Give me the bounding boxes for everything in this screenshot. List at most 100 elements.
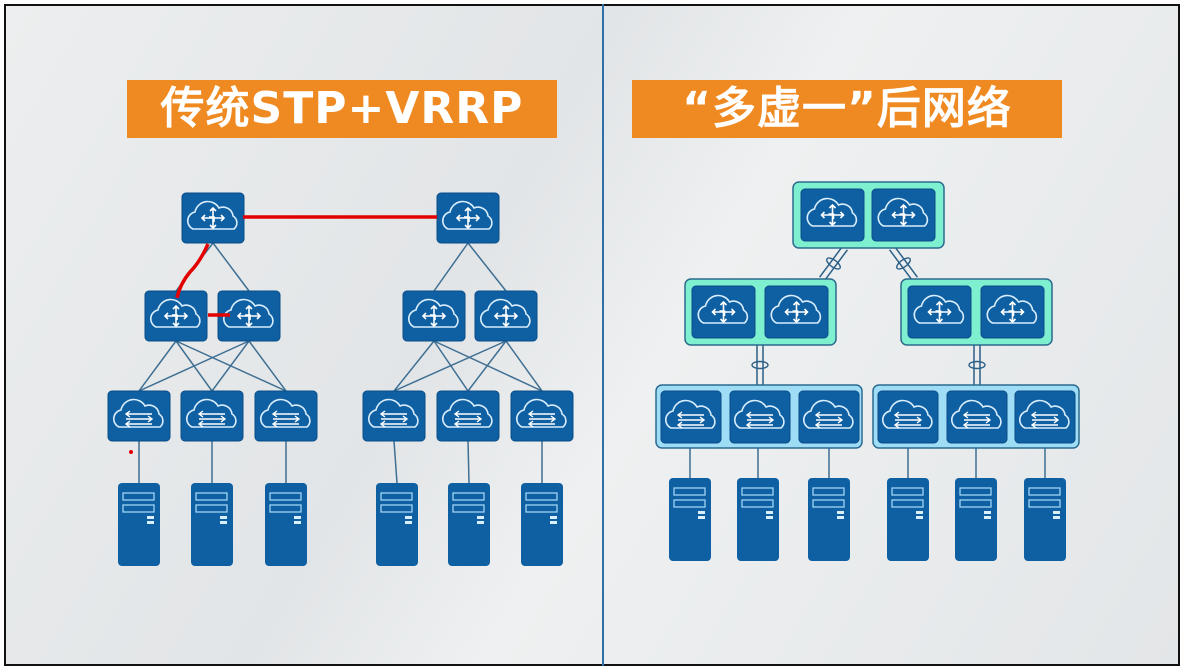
link-aggregation-icon bbox=[751, 360, 769, 370]
router bbox=[217, 290, 281, 342]
server-body bbox=[448, 483, 490, 566]
link-line bbox=[138, 340, 250, 392]
switch bbox=[436, 390, 500, 442]
link-aggregation bbox=[888, 245, 919, 282]
router bbox=[800, 188, 865, 242]
server-icon bbox=[959, 487, 992, 519]
switch bbox=[180, 390, 244, 442]
router-icon bbox=[187, 200, 238, 230]
switch-icon bbox=[186, 398, 237, 428]
router-icon bbox=[480, 298, 531, 328]
annotation-dot bbox=[129, 450, 133, 454]
router-icon bbox=[806, 197, 858, 227]
switch bbox=[254, 390, 318, 442]
switch bbox=[362, 390, 426, 442]
link-aggregation-icon bbox=[896, 257, 911, 270]
link-aggregation-icon bbox=[826, 257, 841, 270]
switch-body bbox=[798, 390, 860, 444]
link-line bbox=[211, 340, 250, 392]
switch-body bbox=[1014, 390, 1076, 444]
server bbox=[955, 478, 997, 561]
switch-body bbox=[946, 390, 1008, 444]
server-icon bbox=[380, 492, 413, 524]
switch-icon bbox=[260, 398, 311, 428]
server-icon bbox=[1028, 487, 1061, 519]
link-line bbox=[393, 340, 507, 392]
switch bbox=[877, 390, 939, 444]
link-line bbox=[433, 340, 543, 392]
link-line bbox=[505, 340, 543, 392]
router bbox=[181, 192, 245, 244]
switch bbox=[660, 390, 722, 444]
link-line bbox=[138, 340, 177, 392]
router-icon bbox=[408, 298, 459, 328]
router bbox=[144, 290, 208, 342]
switch bbox=[510, 390, 574, 442]
server-icon bbox=[525, 492, 558, 524]
switch bbox=[798, 390, 860, 444]
switch bbox=[729, 390, 791, 444]
server-icon bbox=[122, 492, 155, 524]
switch-body bbox=[729, 390, 791, 444]
left-title: 传统STP+VRRP bbox=[127, 80, 557, 138]
server bbox=[887, 478, 929, 561]
link-line bbox=[467, 440, 470, 484]
server bbox=[737, 478, 779, 561]
switch-icon bbox=[803, 399, 854, 429]
server bbox=[521, 483, 563, 566]
server-icon bbox=[673, 487, 706, 519]
link-line bbox=[467, 242, 507, 292]
switch bbox=[1014, 390, 1076, 444]
link-line bbox=[433, 242, 469, 292]
server-icon bbox=[812, 487, 845, 519]
router-icon bbox=[697, 294, 749, 324]
server bbox=[669, 478, 711, 561]
router bbox=[402, 290, 466, 342]
panel-divider bbox=[602, 4, 604, 666]
switch-icon bbox=[1019, 399, 1070, 429]
server-body bbox=[376, 483, 418, 566]
router bbox=[764, 285, 829, 339]
switch-icon bbox=[882, 399, 933, 429]
switch-body bbox=[877, 390, 939, 444]
server-body bbox=[955, 478, 997, 561]
router bbox=[436, 192, 500, 244]
server bbox=[265, 483, 307, 566]
switch-icon bbox=[442, 398, 493, 428]
server-body bbox=[887, 478, 929, 561]
server-body bbox=[118, 483, 160, 566]
link-line bbox=[393, 340, 435, 392]
switch-icon bbox=[516, 398, 567, 428]
server-body bbox=[521, 483, 563, 566]
switch-icon bbox=[113, 398, 164, 428]
server bbox=[808, 478, 850, 561]
server bbox=[376, 483, 418, 566]
switch-icon bbox=[368, 398, 419, 428]
router-icon bbox=[913, 294, 965, 324]
link-line bbox=[248, 340, 287, 392]
server-icon bbox=[452, 492, 485, 524]
server bbox=[448, 483, 490, 566]
router bbox=[474, 290, 538, 342]
router bbox=[980, 285, 1045, 339]
server bbox=[191, 483, 233, 566]
server-icon bbox=[195, 492, 228, 524]
link-aggregation bbox=[751, 345, 769, 385]
router-icon bbox=[770, 294, 822, 324]
switch-body bbox=[660, 390, 722, 444]
router bbox=[871, 188, 936, 242]
server-body bbox=[669, 478, 711, 561]
annotation-line bbox=[175, 243, 210, 299]
router-icon bbox=[986, 294, 1038, 324]
server-icon bbox=[891, 487, 924, 519]
right-title: “多虚一”后网络 bbox=[632, 80, 1062, 138]
link-aggregation bbox=[818, 245, 849, 282]
router-icon bbox=[877, 197, 929, 227]
switch-icon bbox=[951, 399, 1002, 429]
server-body bbox=[265, 483, 307, 566]
link-line bbox=[212, 242, 250, 292]
link-line bbox=[467, 340, 507, 392]
server bbox=[118, 483, 160, 566]
link-aggregation bbox=[968, 345, 986, 385]
server-icon bbox=[741, 487, 774, 519]
